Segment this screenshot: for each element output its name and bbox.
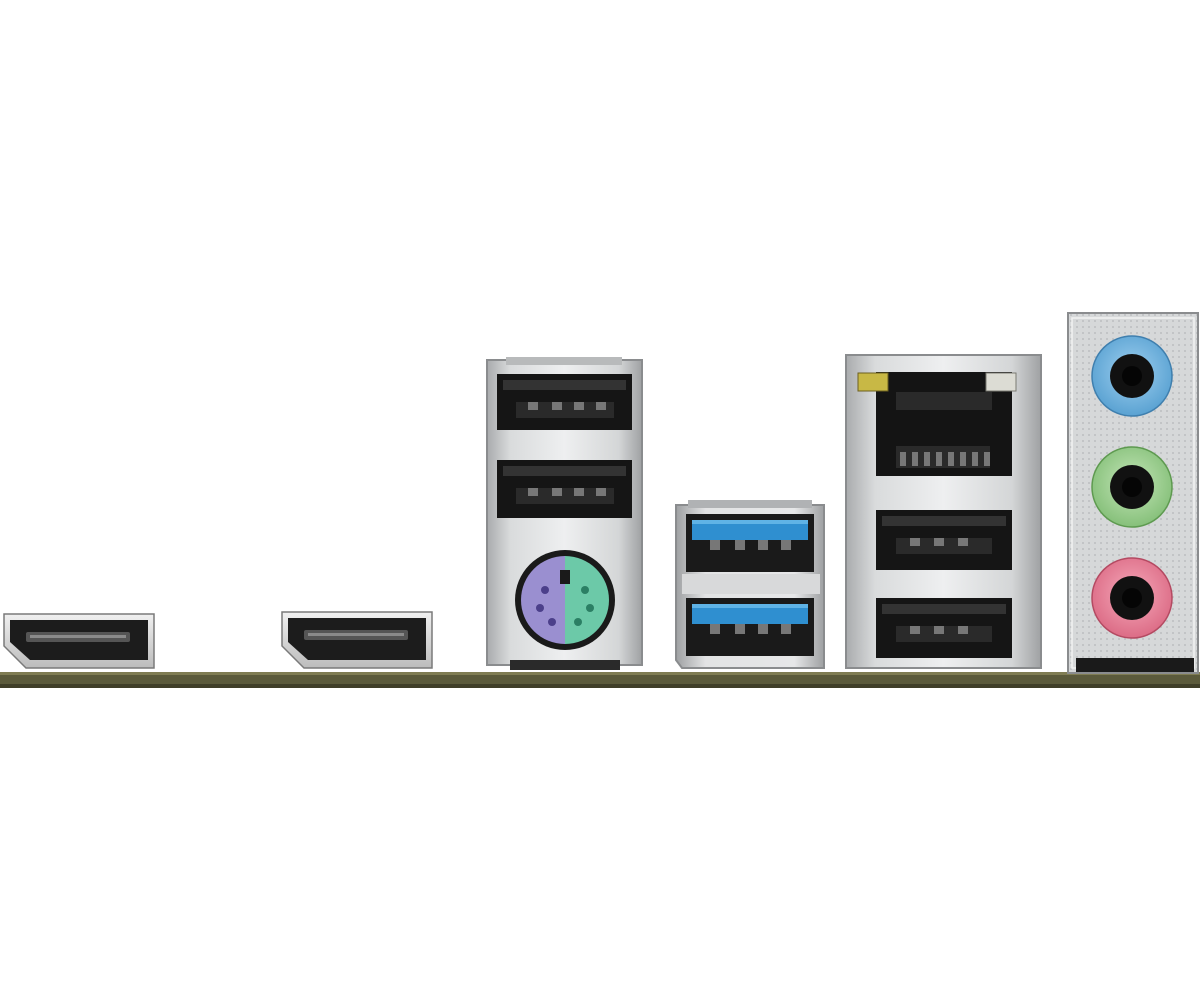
hdmi-port-icon (3, 613, 155, 669)
audio-jack-icon (1091, 446, 1173, 528)
lan-link-led (985, 372, 1017, 392)
lan-usb-stack (845, 354, 1042, 669)
ps2-port[interactable] (515, 550, 615, 650)
hdmi-port-1[interactable] (3, 613, 155, 669)
usb3-stack (675, 500, 825, 669)
audio-jack-icon (1091, 335, 1173, 417)
audio-stack (1067, 312, 1199, 674)
usb-port-lan-1[interactable] (876, 510, 1012, 570)
audio-jack-mic-in[interactable] (1091, 557, 1173, 639)
usb3-port-icon (686, 514, 814, 572)
audio-jack-icon (1091, 557, 1173, 639)
audio-jack-line-out[interactable] (1091, 446, 1173, 528)
hdmi-port-icon (281, 611, 433, 669)
lan-activity-led (857, 372, 889, 392)
rj45-port-icon (876, 372, 1012, 476)
hdmi-port-2[interactable] (281, 611, 433, 669)
pcb-board (0, 672, 1200, 688)
usb2-port-1[interactable] (497, 374, 632, 430)
usb3-port-2[interactable] (686, 598, 814, 656)
ps2-port-icon (515, 550, 615, 650)
usb2-port-2[interactable] (497, 460, 632, 518)
usb-port-lan-2[interactable] (876, 598, 1012, 658)
ps2-usb2-stack (486, 357, 643, 670)
rj45-port[interactable] (876, 372, 1012, 476)
audio-jack-line-in[interactable] (1091, 335, 1173, 417)
usb3-port-icon (686, 598, 814, 656)
usb3-port-1[interactable] (686, 514, 814, 572)
